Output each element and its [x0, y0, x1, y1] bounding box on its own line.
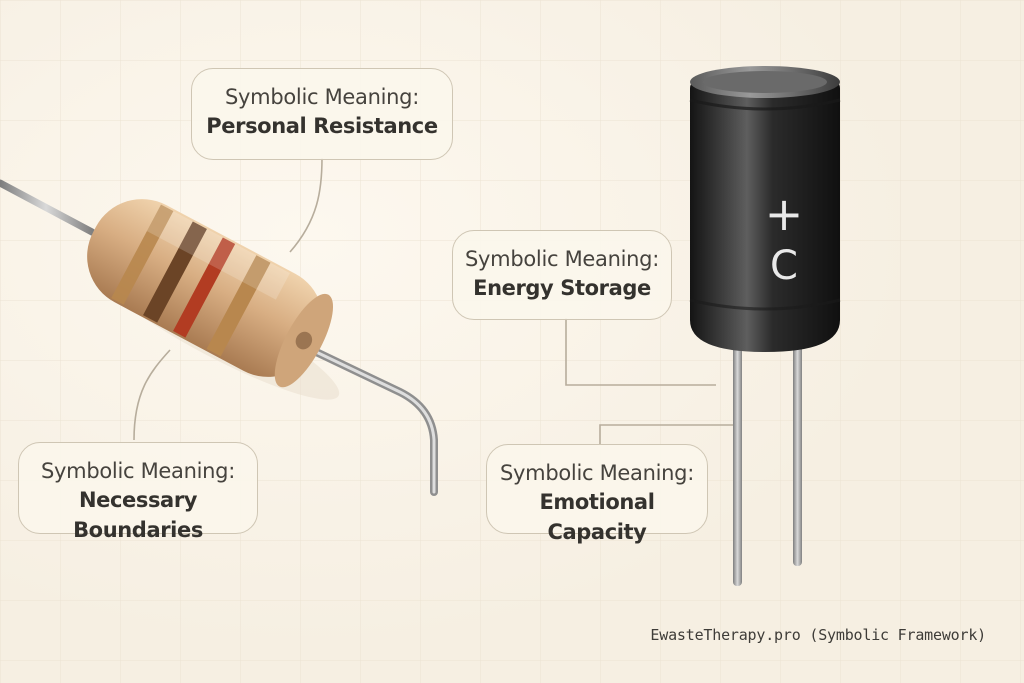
connector-energy-storage: [565, 318, 716, 386]
label-meaning: Necessary Boundaries: [73, 488, 203, 542]
resistor-illustration: [0, 179, 438, 496]
label-heading: Symbolic Meaning:: [465, 247, 659, 271]
resistor-band-3: [173, 237, 236, 338]
label-heading: Symbolic Meaning:: [225, 85, 419, 109]
capacitor-letter: C: [770, 243, 798, 289]
label-personal-resistance: Symbolic Meaning: Personal Resistance: [191, 68, 453, 160]
resistor-body: [87, 199, 334, 388]
capacitor-polarity-mark: +: [764, 187, 804, 241]
resistor-lead-left: [0, 179, 96, 236]
capacitor-lead-left: [733, 340, 742, 586]
label-necessary-boundaries: Symbolic Meaning: Necessary Boundaries: [18, 442, 258, 542]
label-meaning: Energy Storage: [473, 276, 651, 300]
label-meaning: Personal Resistance: [206, 114, 438, 138]
resistor-band-4: [206, 255, 271, 357]
label-meaning: Emotional Capacity: [539, 490, 655, 544]
connector-personal-resistance: [289, 157, 323, 253]
capacitor-body: [690, 70, 840, 352]
credit-text: EwasteTherapy.pro (Symbolic Framework): [650, 626, 986, 644]
connector-emotional-capacity: [599, 424, 735, 445]
resistor-band-1: [111, 204, 174, 305]
capacitor-lead-right: [793, 340, 802, 566]
resistor-band-2: [143, 221, 207, 323]
connector-necessary-boundaries: [133, 349, 171, 441]
label-energy-storage: Symbolic Meaning: Energy Storage: [452, 230, 672, 320]
label-emotional-capacity: Symbolic Meaning: Emotional Capacity: [486, 444, 708, 544]
label-heading: Symbolic Meaning:: [500, 461, 694, 485]
capacitor-illustration: [689, 66, 841, 586]
label-heading: Symbolic Meaning:: [41, 459, 235, 483]
connector-lines: [133, 157, 735, 445]
